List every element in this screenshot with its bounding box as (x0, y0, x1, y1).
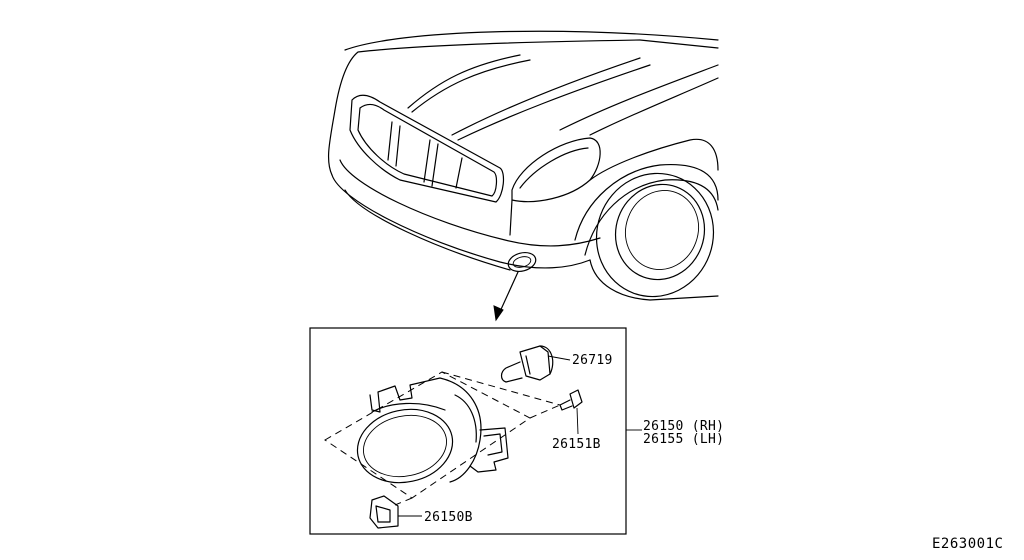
bracket-part (369, 495, 422, 529)
part-label-26155-lh: 26155 (LH) (643, 432, 724, 447)
part-label-26150b: 26150B (424, 510, 473, 525)
detail-box (309, 327, 627, 535)
part-label-26151b: 26151B (552, 437, 601, 452)
bulb-part (500, 345, 571, 383)
fog-lamp-housing (356, 377, 509, 484)
vehicle-front-illustration (327, 30, 719, 322)
part-label-26150-rh: 26150 (RH) (643, 419, 724, 434)
screw-part (559, 389, 583, 435)
diagram-reference-code: E263001C (932, 536, 1003, 552)
part-label-26719: 26719 (572, 353, 613, 368)
assembly-dashed-outline (324, 371, 561, 506)
